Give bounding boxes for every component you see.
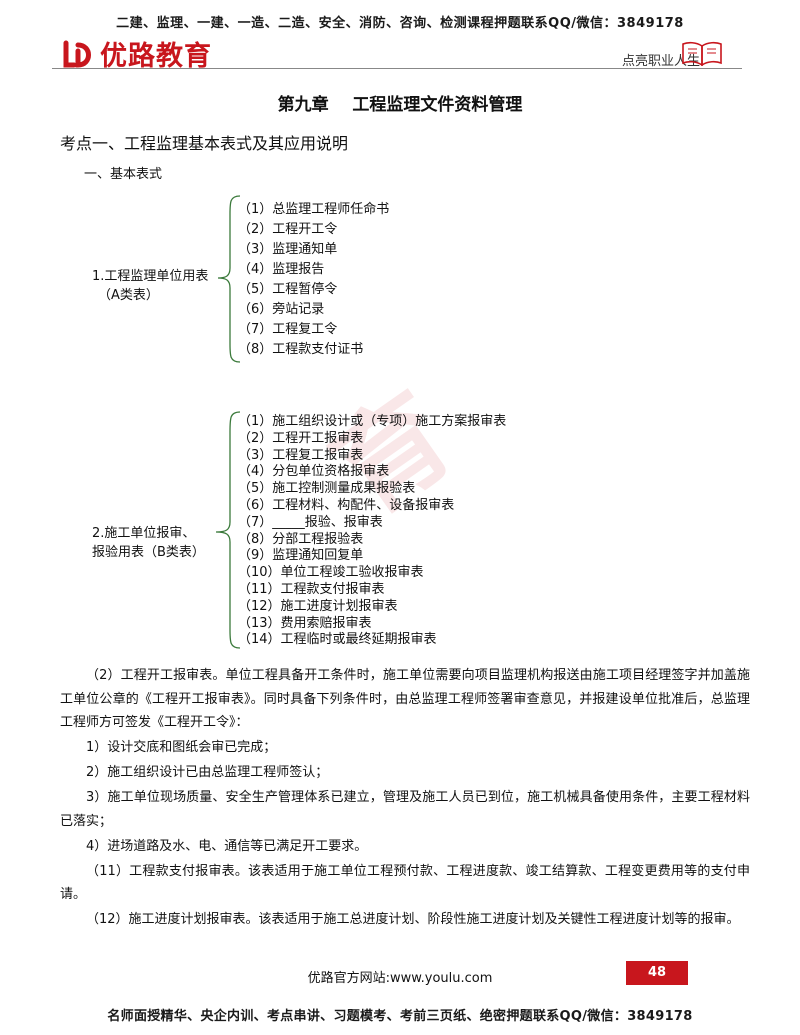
footer-website: 优路官方网站:www.youlu.com [307,971,493,986]
top-banner: 二建、监理、一建、一造、二造、安全、消防、咨询、检测课程押题联系QQ/微信：38… [116,16,684,31]
paragraph: （12）施工进度计划报审表。该表适用于施工总进度计划、阶段性施工进度计划及关键性… [86,912,740,927]
group-b-bracket [215,411,241,649]
page-number: 48 [626,961,688,985]
group-a-label-line1: 1.工程监理单位用表 [92,269,209,284]
list-item: （13）费用索赔报审表 [238,615,372,631]
slogan: 点亮职业人生 [621,54,700,69]
group-b-items: （1）施工组织设计或（专项）施工方案报审表 （2）工程开工报审表 （3）工程复工… [238,414,506,649]
list-item: （9）监理通知回复单 [238,548,364,564]
group-a-label-line2: （A类表） [98,288,159,303]
header-divider [52,68,742,69]
open-book-icon [680,40,724,67]
paragraph: 1）设计交底和图纸会审已完成； [86,740,277,755]
group-a-bracket [217,195,241,363]
list-item: （4）分包单位资格报审表 [238,464,390,480]
list-item: （14）工程临时或最终延期报审表 [238,632,437,648]
group-a-items: （1）总监理工程师任命书 （2）工程开工令 （3）监理通知单 （4）监理报告 （… [238,200,389,360]
brand-logo: 优路教育 [62,34,212,73]
list-item: （2）工程开工报审表 [238,430,364,446]
chapter-title: 第九章 工程监理文件资料管理 [277,95,523,115]
list-item: （3）监理通知单 [238,242,338,257]
list-item: （11）工程款支付报审表 [238,581,385,597]
list-item: （3）工程复工报审表 [238,447,364,463]
paragraph: 4）进场道路及水、电、通信等已满足开工要求。 [86,838,368,854]
paragraph: 3）施工单位现场质量、安全生产管理体系已建立，管理及施工人员已到位，施工机械具备… [60,790,750,829]
group-b-label: 2.施工单位报审、 报验用表（B类表） [92,524,205,562]
list-item: （4）监理报告 [238,262,325,277]
list-item: （6）工程材料、构配件、设备报审表 [238,497,455,513]
paragraph: （2）工程开工报审表。单位工程具备开工条件时，施工单位需要向项目监理机构报送由施… [60,668,750,730]
logo-mark-icon [62,39,96,69]
list-item: （5）工程暂停令 [238,282,338,297]
list-item: （5）施工控制测量成果报验表 [238,481,416,497]
sub-title: 一、基本表式 [84,167,163,182]
list-item: （1）总监理工程师任命书 [238,202,390,217]
list-item: （2）工程开工令 [238,222,338,237]
bottom-banner: 名师面授精华、央企内训、考点串讲、习题模考、考前三页纸、绝密押题联系QQ/微信：… [107,1009,693,1024]
list-item: （12）施工进度计划报审表 [238,598,398,614]
list-item: （6）旁站记录 [238,302,325,317]
paragraph: 2）施工组织设计已由总监理工程师签认； [86,765,329,780]
body-text: （2）工程开工报审表。单位工程具备开工条件时，施工单位需要向项目监理机构报送由施… [60,664,750,933]
list-item: （7）_____报验、报审表 [238,514,383,530]
group-b-label-line1: 2.施工单位报审、 [92,526,196,541]
paragraph: （11）工程款支付报审表。该表适用于施工单位工程预付款、工程进度款、竣工结算款、… [60,863,750,903]
list-item: （8）分部工程报验表 [238,531,364,547]
list-item: （10）单位工程竣工验收报审表 [238,565,424,581]
logo-text: 优路教育 [100,41,212,72]
list-item: （7）工程复工令 [238,322,338,337]
group-a-label: 1.工程监理单位用表 （A类表） [92,267,208,305]
list-item: （1）施工组织设计或（专项）施工方案报审表 [238,414,507,429]
group-b-label-line2: 报验用表（B类表） [92,545,205,560]
section-title: 考点一、工程监理基本表式及其应用说明 [60,134,349,153]
list-item: （8）工程款支付证书 [238,342,364,357]
